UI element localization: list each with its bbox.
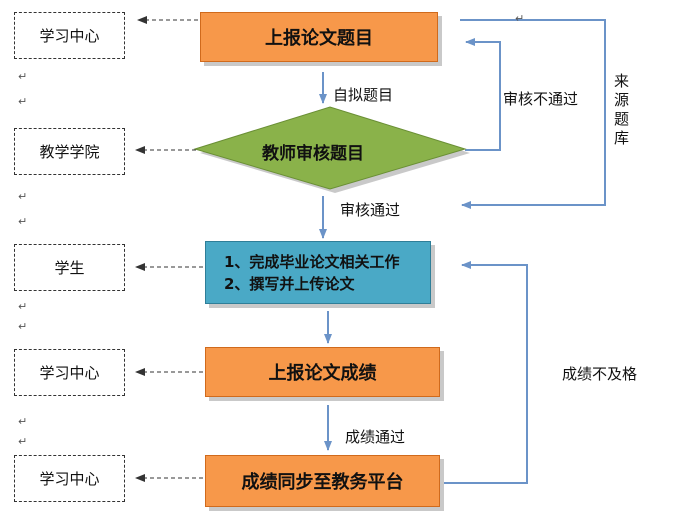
left-box-label: 学习中心	[39, 364, 100, 382]
stage-label: 教师审核题目	[262, 144, 364, 164]
paragraph-mark: ↵	[18, 95, 28, 108]
left-box-student: 学生	[14, 244, 125, 291]
paragraph-mark: ↵	[18, 415, 28, 428]
stage-label: 上报论文题目	[265, 28, 373, 49]
left-box-study-center-1: 学习中心	[14, 12, 125, 59]
paragraph-mark: ↵	[18, 215, 28, 228]
stage-label: 上报论文成绩	[268, 363, 377, 384]
stage-line-2: 2、撰写并上传论文	[224, 274, 355, 293]
source-bank-loop	[460, 19, 606, 209]
paragraph-mark: ↵	[18, 320, 28, 333]
label-self-draft: 自拟题目	[333, 86, 394, 104]
left-box-label: 教学学院	[39, 143, 100, 161]
left-box-teaching-college: 教学学院	[14, 128, 125, 175]
label-source-bank: 来源题库	[614, 72, 630, 147]
stage-label: 成绩同步至教务平台	[241, 472, 404, 493]
left-box-study-center-2: 学习中心	[14, 349, 125, 396]
label-grade-pass: 成绩通过	[345, 428, 406, 446]
stage-submit-topic: 上报论文题目	[200, 12, 438, 62]
paragraph-mark: ↵	[18, 435, 28, 448]
stage-complete-thesis: 1、完成毕业论文相关工作 2、撰写并上传论文	[205, 241, 431, 304]
left-box-label: 学习中心	[39, 470, 100, 488]
stage-review-topic: 教师审核题目	[262, 139, 364, 164]
paragraph-mark: ↵	[18, 300, 28, 313]
label-review-fail: 审核不通过	[503, 90, 579, 108]
stage-submit-grade: 上报论文成绩	[205, 347, 440, 397]
paragraph-mark: ↵	[18, 70, 28, 83]
review-fail-loop	[465, 38, 501, 151]
left-box-label: 学生	[54, 259, 85, 277]
grade-fail-loop	[442, 261, 528, 484]
review-diamond	[193, 106, 467, 190]
stage-line-1: 1、完成毕业论文相关工作	[224, 252, 400, 271]
stage-sync-grade: 成绩同步至教务平台	[205, 455, 440, 507]
left-box-label: 学习中心	[39, 27, 100, 45]
paragraph-mark: ↵	[18, 190, 28, 203]
paragraph-mark: ↵	[515, 12, 525, 25]
left-box-study-center-3: 学习中心	[14, 455, 125, 502]
label-review-pass: 审核通过	[340, 201, 401, 219]
label-grade-fail: 成绩不及格	[562, 365, 638, 383]
